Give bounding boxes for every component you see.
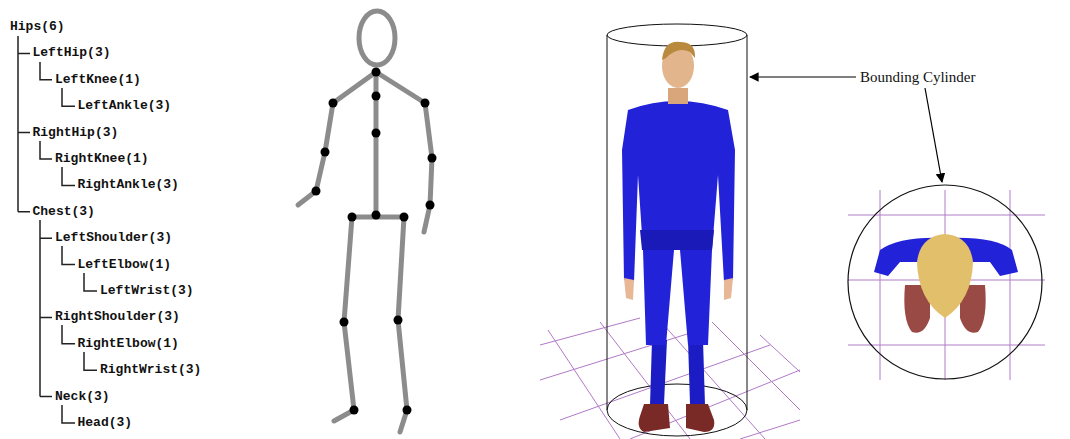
joint-label: RightAnkle(3) bbox=[78, 177, 179, 193]
joint-label: LeftHip(3) bbox=[33, 45, 111, 61]
joint-label: RightWrist(3) bbox=[100, 362, 201, 378]
joint-label: LeftElbow(1) bbox=[78, 257, 172, 273]
joint-label: LeftKnee(1) bbox=[55, 72, 141, 88]
bounding-cylinder bbox=[607, 24, 747, 436]
joint-label: RightKnee(1) bbox=[55, 151, 149, 167]
top-view bbox=[848, 185, 1045, 380]
joint-label: LeftWrist(3) bbox=[100, 283, 194, 299]
joint-label: Head(3) bbox=[78, 415, 133, 431]
joint-label: Chest(3) bbox=[33, 204, 95, 220]
joint-label: Hips(6) bbox=[10, 19, 65, 35]
joint-label: Neck(3) bbox=[55, 389, 110, 405]
leader-arrows bbox=[750, 77, 942, 182]
joint-label: RightElbow(1) bbox=[78, 336, 179, 352]
tree-lines bbox=[18, 36, 97, 423]
joint-label: LeftAnkle(3) bbox=[78, 98, 172, 114]
joint-label: LeftShoulder(3) bbox=[55, 230, 172, 246]
callout-label: Bounding Cylinder bbox=[858, 69, 977, 85]
stick-figure bbox=[298, 11, 437, 432]
joint-label: RightHip(3) bbox=[33, 125, 119, 141]
human-model bbox=[622, 42, 735, 432]
floor-grid bbox=[540, 315, 800, 439]
joint-label: RightShoulder(3) bbox=[55, 309, 180, 325]
